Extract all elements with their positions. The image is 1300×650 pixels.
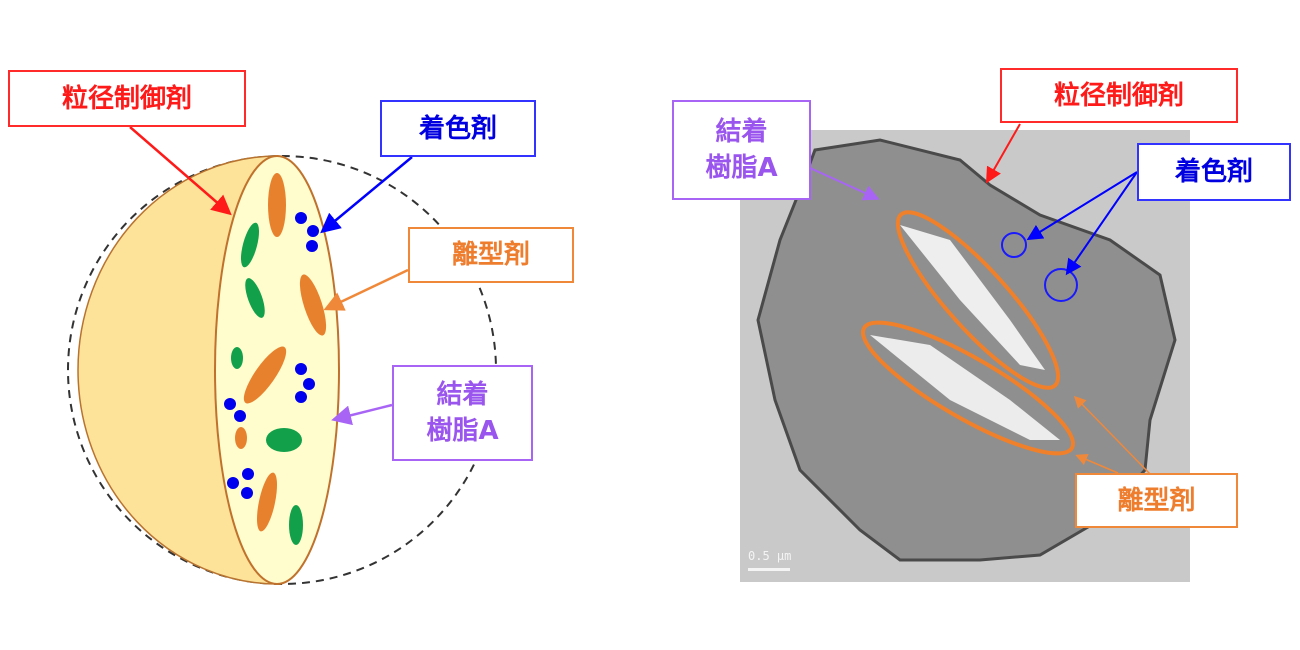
arrow-particle-size-control — [129, 126, 232, 216]
label-release-agent: 離型剤 — [1075, 473, 1238, 528]
colorant-highlight — [1044, 268, 1078, 302]
release-agent-domains — [235, 173, 327, 532]
label-release-agent: 離型剤 — [408, 227, 574, 283]
label-particle-size-control: 粒径制御剤 — [1000, 68, 1238, 123]
release-agent-highlight — [861, 320, 1075, 456]
scale-bar-label: 0.5 μm — [748, 549, 792, 563]
arrow-release-agent — [1073, 395, 1151, 475]
release-agent-highlight — [895, 210, 1061, 390]
toner-particle-schematic — [67, 126, 497, 585]
release-domain-void — [870, 335, 1060, 440]
label-binder-resin: 結着 樹脂A — [672, 100, 811, 200]
arrow-particle-size-control — [986, 123, 1021, 184]
label-binder-resin-line2: 樹脂A — [705, 153, 778, 183]
label-colorant: 着色剤 — [1137, 143, 1291, 201]
label-binder-resin-line1: 結着 — [715, 117, 768, 147]
arrow-binder-resin — [331, 403, 393, 426]
arrow-release-agent — [1075, 453, 1119, 474]
label-binder-resin-line1: 結着 — [436, 380, 489, 410]
label-binder-resin: 結着 樹脂A — [392, 365, 533, 461]
colorant-particles — [224, 212, 319, 499]
scale-bar — [748, 568, 790, 571]
arrow-release-agent — [323, 268, 409, 311]
label-binder-resin-line2: 樹脂A — [426, 416, 499, 446]
release-domain-void — [900, 225, 1045, 370]
arrow-colorant — [1065, 171, 1138, 276]
arrow-colorant — [1026, 171, 1138, 241]
binder-resin-domains — [231, 222, 303, 545]
arrow-colorant — [320, 156, 413, 234]
label-particle-size-control: 粒径制御剤 — [8, 70, 246, 127]
arrow-binder-resin — [809, 167, 880, 201]
label-colorant: 着色剤 — [380, 100, 536, 157]
colorant-highlight — [1001, 232, 1027, 258]
